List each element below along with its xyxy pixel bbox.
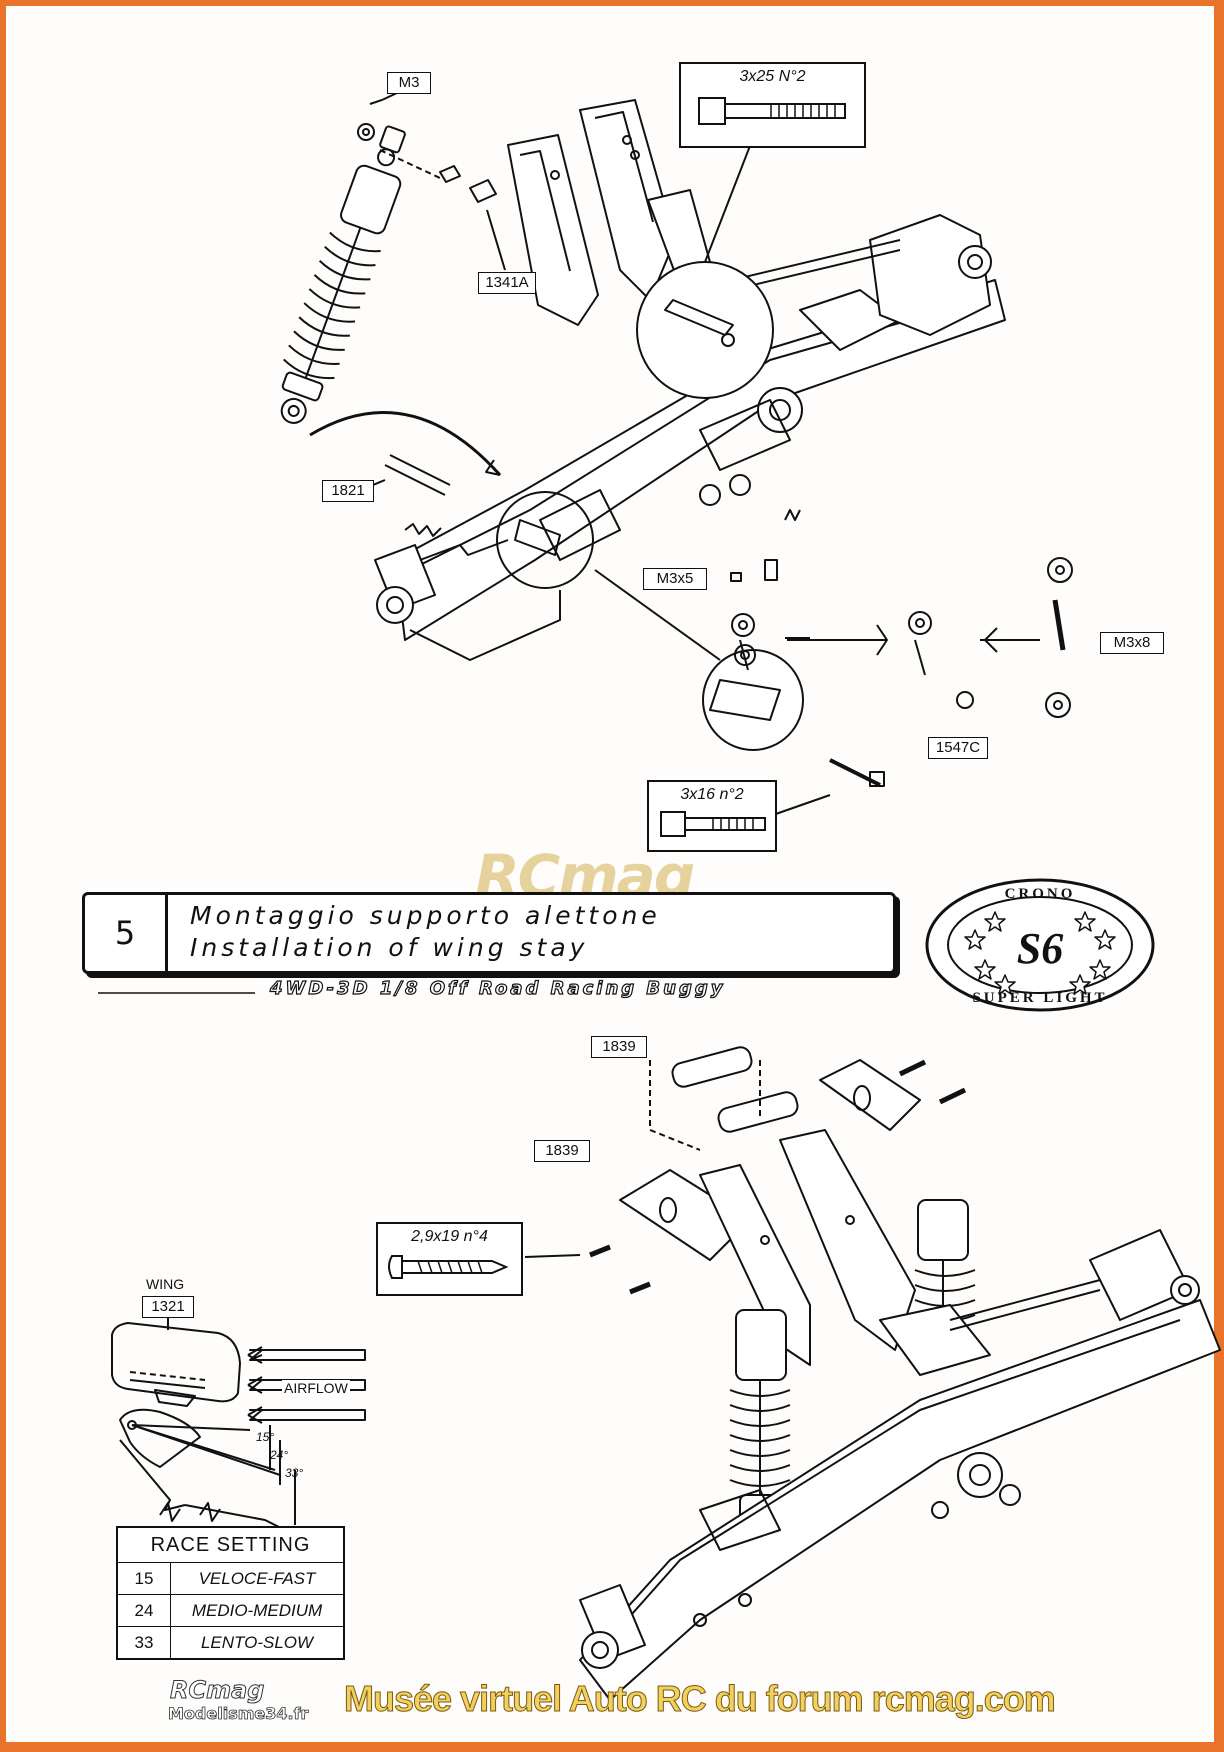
step-title-english: Installation of wing stay: [190, 933, 589, 962]
step-title-box: 5 Montaggio supporto alettone Installati…: [82, 892, 896, 974]
race-setting-table: RACE SETTING 15 VELOCE-FAST 24 MEDIO-MED…: [116, 1526, 345, 1660]
wing-angle-33: 33°: [285, 1466, 304, 1480]
screw-3x16-label: 3x16 n°2: [680, 786, 744, 803]
rear-arm-bottom: [579, 1299, 1221, 1701]
airflow-label: AIRFLOW: [282, 1380, 350, 1396]
screw-3x25-label: 3x25 N°2: [739, 68, 806, 85]
label-m3x5: M3x5: [643, 568, 707, 590]
screw-callout-2-9x19: 2,9x19 n°4: [376, 1222, 523, 1296]
screw-2-9x19-label: 2,9x19 n°4: [411, 1228, 488, 1245]
screw-3x25-icon: [698, 97, 846, 125]
race-value: 24: [118, 1595, 171, 1626]
model-subtitle: 4WD-3D 1/8 Off Road Racing Buggy: [269, 977, 726, 999]
wing-angle-24: 24°: [270, 1448, 289, 1462]
manual-page: [6, 6, 1214, 1742]
table-row: 33 LENTO-SLOW: [118, 1627, 343, 1658]
race-label: LENTO-SLOW: [200, 1633, 314, 1652]
race-value: 15: [118, 1563, 171, 1594]
step-title-italian: Montaggio supporto alettone: [190, 901, 661, 930]
race-label: MEDIO-MEDIUM: [191, 1601, 323, 1620]
label-1839-left: 1839: [534, 1140, 590, 1162]
wing-angle-15: 15°: [256, 1430, 275, 1444]
label-1821: 1821: [322, 480, 374, 502]
label-1547c: 1547C: [928, 737, 988, 759]
badge-top-text: CRONO: [1005, 886, 1076, 902]
step-number: 5: [85, 895, 168, 971]
label-m3: M3: [387, 72, 431, 94]
screw-callout-3x25: 3x25 N°2: [679, 62, 866, 148]
screw-2-9x19-icon: [388, 1255, 509, 1279]
table-row: 15 VELOCE-FAST: [118, 1563, 343, 1595]
screw-callout-3x16: 3x16 n°2: [647, 780, 777, 852]
badge-bottom-text: SUPER LIGHT: [972, 990, 1107, 1006]
badge-center-text: S6: [1017, 924, 1063, 973]
wing-stay-left: [507, 134, 599, 326]
screw-3x16-icon: [660, 811, 766, 837]
label-1839-top: 1839: [591, 1036, 647, 1058]
race-value: 33: [118, 1627, 171, 1658]
rear-arm-top: [394, 279, 1006, 641]
label-m3x8: M3x8: [1100, 632, 1164, 654]
wing-outline: [111, 1322, 241, 1403]
footer-caption: Musée virtuel Auto RC du forum rcmag.com: [344, 1678, 1057, 1720]
badge-stars: [964, 911, 1116, 995]
wing-title: WING: [146, 1276, 185, 1292]
label-1341a: 1341A: [478, 272, 536, 294]
label-1321: 1321: [142, 1296, 194, 1318]
race-setting-header: RACE SETTING: [118, 1528, 343, 1563]
footer-rcmag-logo: RCmag: [169, 1676, 265, 1705]
table-row: 24 MEDIO-MEDIUM: [118, 1595, 343, 1627]
wing-stay-right: [579, 99, 676, 301]
footer-site-name: Modelisme34.fr: [168, 1704, 309, 1724]
shock-absorber: [280, 125, 406, 424]
race-label: VELOCE-FAST: [198, 1569, 316, 1588]
